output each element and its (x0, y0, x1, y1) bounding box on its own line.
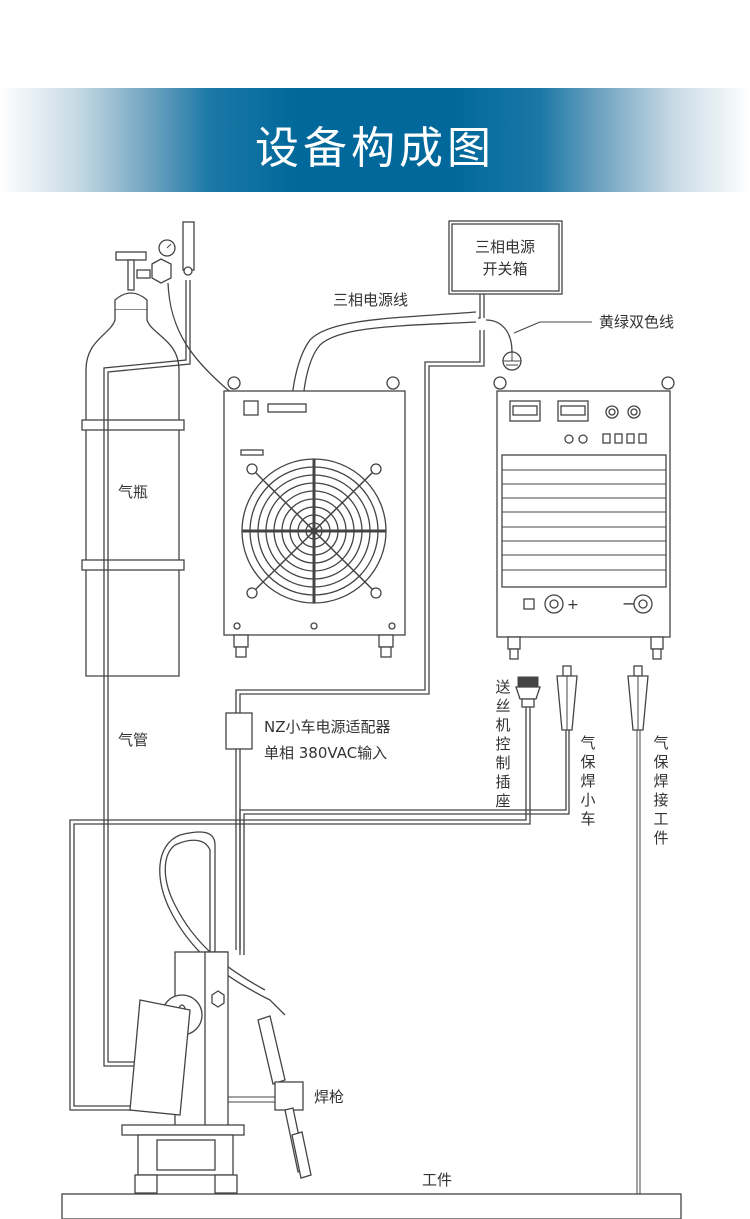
gas-cylinder (81, 221, 195, 677)
negative-terminal-icon (633, 594, 653, 614)
workpiece-label: 工件 (422, 1171, 452, 1189)
current-display (509, 400, 541, 422)
work-connector-icon (627, 665, 649, 1194)
control-socket-icon (523, 598, 535, 610)
torch-label: 焊枪 (314, 1088, 344, 1106)
power-switch-box-label-2: 开关箱 (482, 260, 527, 278)
welding-machine-front: + − (493, 376, 675, 660)
ground-wire (485, 319, 592, 371)
header-banner: 设备构成图 (0, 88, 750, 192)
control-plug-icon (69, 676, 541, 1111)
vent-louvers (501, 454, 667, 588)
svg-text:+: + (567, 597, 579, 613)
adapter-box (225, 712, 253, 750)
power-supply-rear (223, 376, 406, 658)
gas-inlet-icon (243, 400, 259, 416)
knob-icon (627, 405, 641, 419)
workpiece-plate (61, 1193, 682, 1219)
welding-torch-icon (257, 1015, 312, 1179)
three-phase-cable-label: 三相电源线 (333, 291, 408, 309)
fan-grille-icon (241, 458, 387, 604)
torch-connector-icon (239, 665, 578, 955)
gas-hose-label: 气管 (118, 731, 148, 749)
torch-connector-label: 气保焊小车 (580, 734, 596, 828)
adapter-label-1: NZ小车电源适配器 (264, 718, 391, 736)
cylinder-strap (81, 419, 185, 431)
work-connector-label: 气保焊接工件 (653, 734, 669, 847)
voltage-display (557, 400, 589, 422)
power-switch-box-label-1: 三相电源 (475, 238, 535, 256)
wire-feeder-socket-label: 送丝机控制插座 (495, 678, 511, 810)
ground-wire-label: 黄绿双色线 (599, 313, 674, 331)
flowmeter-icon (182, 221, 195, 271)
gas-cylinder-label: 气瓶 (118, 483, 148, 501)
positive-terminal-icon (544, 594, 564, 614)
cylinder-strap (81, 559, 185, 571)
power-switch-box: 三相电源 开关箱 (448, 220, 563, 295)
welding-carriage (121, 831, 286, 1194)
adapter-label-2: 单相 380VAC输入 (264, 744, 387, 762)
svg-text:−: − (622, 594, 635, 613)
knob-icon (605, 405, 619, 419)
page-title: 设备构成图 (255, 123, 495, 174)
regulator-icon (151, 258, 172, 284)
